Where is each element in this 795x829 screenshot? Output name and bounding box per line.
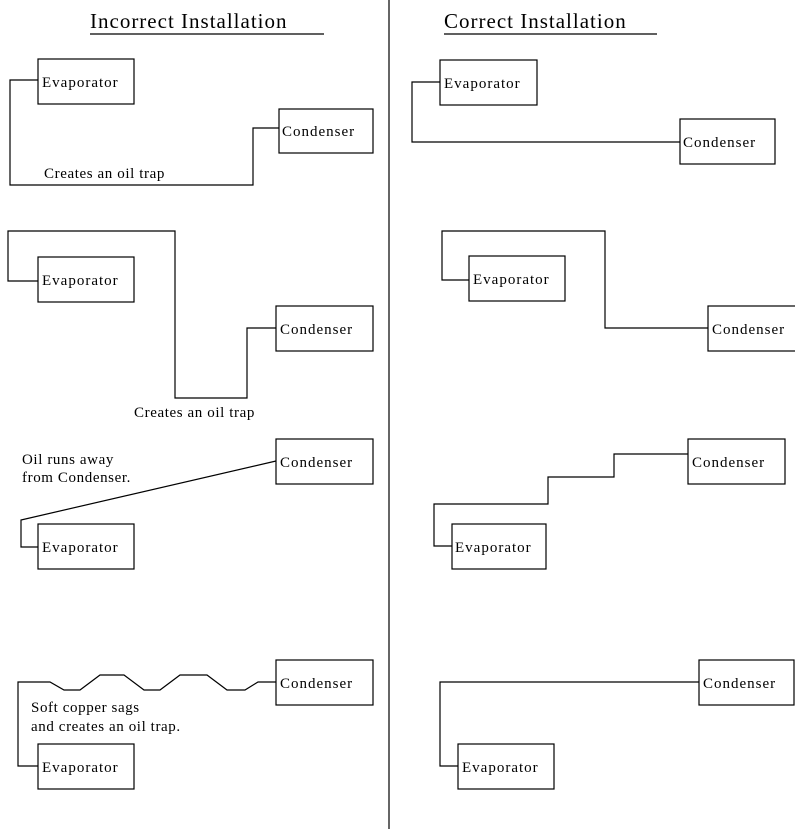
condenser-box [698, 659, 795, 706]
correct-scenario-4: Evaporator Condenser [439, 659, 795, 790]
pipe-line [411, 81, 680, 143]
evaporator-label: Evaporator [42, 75, 119, 91]
condenser-box [707, 305, 795, 352]
condenser-label: Condenser [712, 322, 785, 338]
condenser-label: Condenser [280, 455, 353, 471]
evaporator-box [37, 743, 135, 790]
condenser-box [275, 438, 374, 485]
oil-trap-note: Creates an oil trap [134, 405, 255, 421]
condenser-box [687, 438, 786, 485]
correct-scenario-1: Evaporator Condenser [411, 59, 776, 165]
condenser-label: Condenser [282, 124, 355, 140]
sags-note-line1: Soft copper sags [31, 700, 140, 716]
oil-trap-note: Creates an oil trap [44, 166, 165, 182]
condenser-label: Condenser [280, 676, 353, 692]
incorrect-scenario-3: Evaporator Condenser Oil runs away from … [20, 438, 374, 570]
condenser-label: Condenser [280, 322, 353, 338]
condenser-label: Condenser [703, 676, 776, 692]
pipe-line [7, 230, 276, 399]
correct-installation-title: Correct Installation [444, 9, 627, 33]
evaporator-box [451, 523, 547, 570]
condenser-label: Condenser [692, 455, 765, 471]
evaporator-label: Evaporator [42, 760, 119, 776]
condenser-box [275, 659, 374, 706]
evaporator-box [37, 58, 135, 105]
evaporator-label: Evaporator [444, 76, 521, 92]
incorrect-scenario-2: Evaporator Condenser Creates an oil trap [7, 230, 374, 421]
incorrect-scenario-4: Evaporator Condenser Soft copper sags an… [17, 659, 374, 790]
sagging-pipe-line [17, 674, 276, 767]
evaporator-box [468, 255, 566, 302]
incorrect-installation-title: Incorrect Installation [90, 9, 288, 33]
correct-scenario-2: Evaporator Condenser [441, 230, 795, 352]
evaporator-label: Evaporator [42, 540, 119, 556]
evaporator-box [439, 59, 538, 106]
sags-note-line2: and creates an oil trap. [31, 719, 181, 735]
evaporator-label: Evaporator [455, 540, 532, 556]
pipe-line [20, 460, 277, 548]
pipe-line [9, 79, 279, 186]
correct-scenario-3: Evaporator Condenser [433, 438, 786, 570]
evaporator-label: Evaporator [462, 760, 539, 776]
pipe-line [433, 453, 688, 547]
evaporator-label: Evaporator [42, 273, 119, 289]
evaporator-box [37, 256, 135, 303]
evaporator-box [457, 743, 555, 790]
evaporator-label: Evaporator [473, 272, 550, 288]
oil-runs-note-line1: Oil runs away [22, 452, 114, 468]
condenser-box [278, 108, 374, 154]
oil-runs-note-line2: from Condenser. [22, 470, 131, 486]
pipe-line [439, 681, 699, 767]
incorrect-scenario-1: Evaporator Condenser Creates an oil trap [9, 58, 374, 186]
evaporator-box [37, 523, 135, 570]
condenser-box [679, 118, 776, 165]
pipe-line [441, 230, 708, 329]
condenser-label: Condenser [683, 135, 756, 151]
condenser-box [275, 305, 374, 352]
